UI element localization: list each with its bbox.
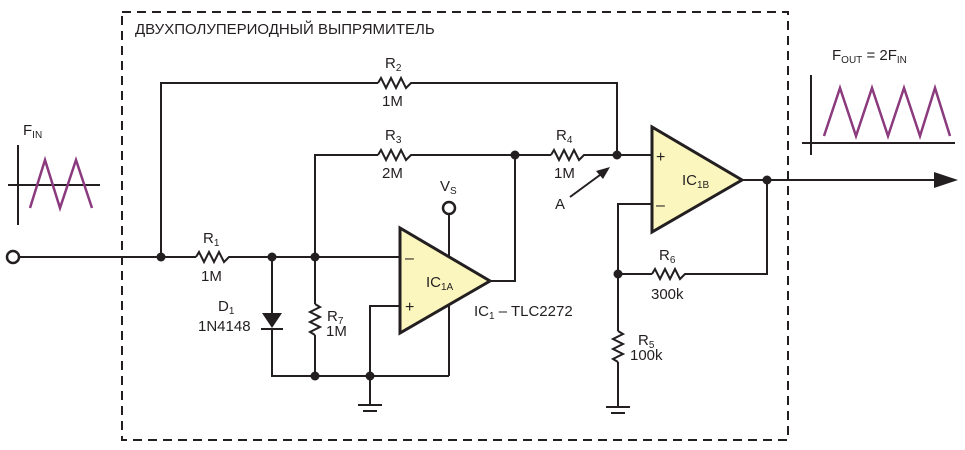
diode-d1	[262, 313, 282, 328]
r1-label: R1	[203, 230, 220, 249]
opamp-ic1a	[398, 225, 493, 336]
vs-terminal[interactable]	[441, 200, 457, 216]
junction-node-a	[612, 150, 622, 160]
resistor-r4	[550, 147, 587, 163]
circuit-boundary	[121, 11, 789, 441]
input-terminal[interactable]	[5, 249, 21, 265]
ic1b-label: IC1B	[682, 172, 710, 191]
r5-value: 100k	[630, 347, 663, 364]
arrow-node-a-icon	[596, 167, 610, 179]
r2-label: R2	[385, 55, 402, 74]
junction-ground-1	[365, 371, 375, 381]
r6-label: R6	[659, 247, 676, 266]
ic1a-minus: –	[405, 250, 414, 267]
r3-value: 2M	[382, 165, 403, 182]
r5-label: R5	[638, 332, 655, 351]
input-waveform	[8, 145, 100, 225]
d1-label: D1	[218, 298, 235, 317]
circuit-title: ДВУХПОЛУПЕРИОДНЫЙ ВЫПРЯМИТЕЛЬ	[135, 20, 435, 38]
ic1a-label: IC1A	[426, 274, 454, 293]
output-arrow-icon	[934, 172, 958, 188]
output-label: FOUT = 2FIN	[832, 47, 907, 66]
r4-value: 1M	[554, 165, 575, 182]
ic1a-plus: +	[405, 299, 414, 316]
node-a-label: A	[555, 196, 565, 213]
ground-icon	[358, 404, 382, 412]
resistor-r7	[307, 303, 323, 336]
junction-r7-gnd	[310, 371, 320, 381]
r7-label: R7	[327, 308, 344, 327]
ic1-part-label: IC1 – TLC2272	[474, 303, 573, 322]
resistor-r2	[377, 75, 414, 91]
ground-icon	[606, 406, 630, 414]
r4-label: R4	[556, 127, 573, 146]
resistor-r1	[195, 249, 232, 265]
r3-label: R3	[385, 127, 402, 146]
ic1b-minus: –	[656, 197, 665, 214]
output-waveform	[802, 75, 955, 155]
r2-value: 1M	[382, 93, 403, 110]
opamp-ic1b	[650, 124, 745, 235]
r7-value: 1M	[326, 323, 347, 340]
resistor-r3	[377, 147, 414, 163]
d1-value: 1N4148	[198, 318, 251, 335]
resistor-r6	[651, 266, 688, 282]
r1-value: 1M	[201, 268, 222, 285]
resistor-r5	[610, 330, 626, 363]
junction-output	[762, 175, 772, 185]
ic1b-plus: +	[656, 149, 665, 166]
vs-label: VS	[440, 178, 457, 197]
input-label: FIN	[23, 122, 42, 141]
r6-value: 300k	[651, 286, 684, 303]
